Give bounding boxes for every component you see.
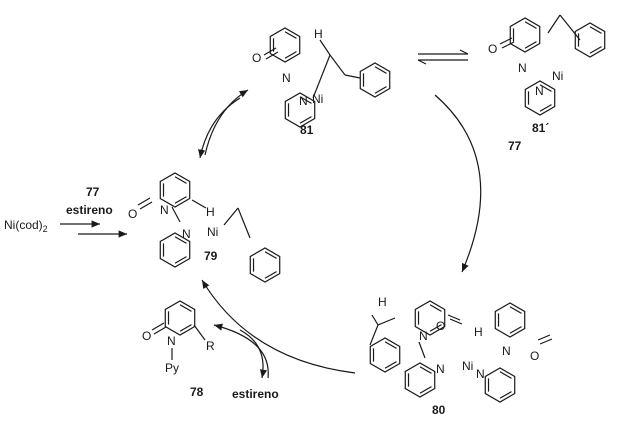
pyridyl-group: Py: [165, 361, 179, 375]
aromatic-ring: [484, 367, 516, 403]
ring-bonds: [159, 17, 606, 403]
hydrogen-atom: H: [378, 295, 387, 309]
double-bond: [174, 236, 187, 244]
aromatic-ring: [524, 80, 556, 116]
compound-label-81-prime: 81´: [532, 121, 549, 135]
double-bond: [374, 66, 387, 74]
double-bond: [299, 96, 312, 104]
oxygen-atom: O: [252, 51, 261, 65]
aromatic-ring: [159, 172, 191, 208]
compound-label-80: 80: [432, 403, 446, 417]
double-bond: [509, 326, 522, 334]
nickel-precursor: Ni(cod)2: [4, 218, 48, 234]
styrene-label: estireno: [66, 203, 113, 217]
double-bond: [384, 341, 397, 349]
double-bond: [179, 304, 192, 312]
styrene-release-arrow: [239, 329, 268, 379]
double-bond: [174, 196, 187, 204]
double-bond: [264, 271, 277, 279]
hydrogen-atom: H: [314, 27, 323, 41]
reagent-77-label: 77: [86, 185, 100, 199]
aromatic-ring: [159, 232, 191, 268]
aromatic-ring: [284, 92, 316, 128]
cycle-arrow-81-to-80: [434, 94, 482, 273]
cycle-arrow-80-to-79: [201, 279, 356, 374]
double-bond: [499, 371, 512, 379]
oxygen-atom: O: [128, 207, 137, 221]
cycle-arrow-79-to-81: [204, 89, 249, 156]
reagent-77-label: 77: [508, 139, 522, 153]
equilibrium-arrow-back: [417, 59, 468, 65]
nickel-atom: Ni: [312, 92, 323, 106]
nickel-atom: Ni: [552, 69, 563, 83]
double-bond: [539, 104, 552, 112]
nitrogen-atom: N: [436, 362, 445, 376]
double-bond: [524, 41, 537, 49]
cycle-arrow-81-to-79: [198, 97, 241, 159]
double-bond: [509, 306, 522, 314]
aromatic-ring: [509, 17, 541, 53]
bond-lines: [137, 14, 581, 360]
double-bond: [299, 116, 312, 124]
compound-label-79: 79: [204, 249, 218, 263]
equilibrium-arrow-forward: [418, 49, 469, 55]
nitrogen-atom: N: [419, 329, 428, 343]
double-bond: [374, 86, 387, 94]
oxygen-atom: O: [142, 329, 151, 343]
product-release-arrow: [213, 323, 269, 379]
double-bond: [429, 304, 442, 312]
aromatic-ring: [359, 62, 391, 98]
styrene-released-label: estireno: [232, 387, 279, 401]
double-bond: [429, 324, 442, 332]
nitrogen-atom: N: [182, 227, 191, 241]
hydrogen-atom: H: [474, 325, 483, 339]
oxygen-atom: O: [530, 349, 539, 363]
nitrogen-atom: N: [282, 71, 291, 85]
double-bond: [174, 256, 187, 264]
nitrogen-atom: N: [535, 84, 544, 98]
aromatic-ring: [494, 302, 526, 338]
double-bond: [499, 391, 512, 399]
nitrogen-atom: N: [167, 334, 176, 348]
compound-label-81: 81: [300, 123, 314, 137]
aromatic-ring: [414, 300, 446, 336]
aromatic-ring: [404, 362, 436, 398]
double-bond: [539, 84, 552, 92]
aromatic-ring: [369, 337, 401, 373]
double-bond: [179, 324, 192, 332]
aromatic-ring: [164, 300, 196, 336]
hydrogen-atom: H: [206, 205, 215, 219]
oxygen-atom: O: [488, 42, 497, 56]
r-group: R: [206, 339, 215, 353]
nitrogen-atom: N: [476, 367, 485, 381]
aromatic-ring: [249, 247, 281, 283]
double-bond: [384, 361, 397, 369]
double-bond: [524, 21, 537, 29]
double-bond: [284, 31, 297, 39]
nitrogen-atom: N: [160, 203, 169, 217]
aromatic-ring: [574, 22, 606, 58]
nitrogen-atom: N: [502, 344, 511, 358]
nickel-atom: Ni: [462, 359, 473, 373]
compound-label-78: 78: [190, 385, 204, 399]
nitrogen-atom: N: [518, 61, 527, 75]
double-bond: [589, 46, 602, 54]
aromatic-ring: [269, 27, 301, 63]
double-bond: [264, 251, 277, 259]
oxygen-atom: O: [436, 319, 445, 333]
nitrogen-atom: N: [299, 94, 308, 108]
double-bond: [284, 51, 297, 59]
double-bond: [419, 366, 432, 374]
nickel-atom: Ni: [207, 225, 218, 239]
double-bond: [419, 386, 432, 394]
double-bond: [589, 26, 602, 34]
double-bond: [174, 176, 187, 184]
